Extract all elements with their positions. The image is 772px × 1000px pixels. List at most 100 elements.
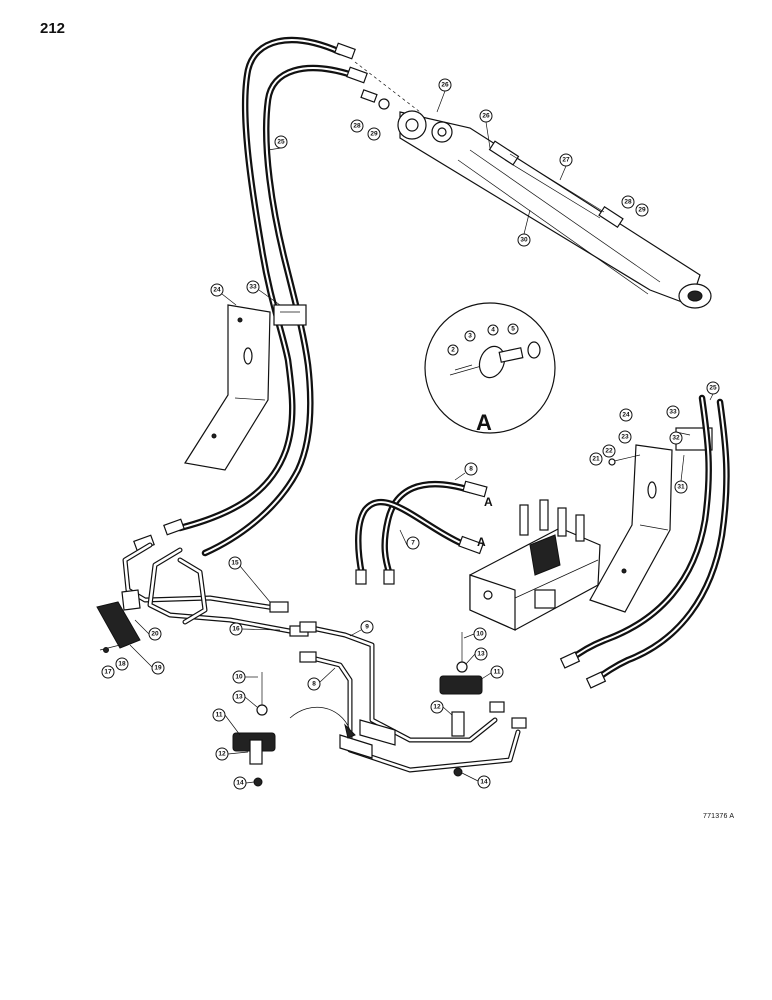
svg-text:21: 21 [592,456,600,463]
callout-20: 20 [148,627,162,641]
control-valve [469,499,601,631]
detail-view-a: A [424,302,556,435]
svg-text:10: 10 [235,674,243,681]
callout-25-right: 25 [706,381,720,395]
valve-hoses: A A [355,480,493,585]
callout-33-left: 33 [246,280,260,294]
callout-12-right: 12 [430,700,444,714]
callout-7: 7 [406,536,420,550]
svg-text:31: 31 [677,484,685,491]
svg-text:17: 17 [104,669,112,676]
callout-11-left: 11 [212,708,226,722]
callout-29b: 29 [635,203,649,217]
svg-text:30: 30 [520,237,528,244]
clamps [232,632,483,787]
port-label-a-upper: A [484,495,493,509]
upper-hose-pair [133,36,390,557]
callout-8-lower: 8 [307,677,321,691]
callout-27: 27 [559,153,573,167]
callout-15: 15 [228,556,242,570]
callout-31: 31 [674,480,688,494]
svg-text:12: 12 [218,751,226,758]
callout-22: 22 [602,444,616,458]
svg-text:12: 12 [433,704,441,711]
steel-tubes-center [299,621,527,773]
svg-text:26: 26 [482,113,490,120]
callout-30: 30 [517,233,531,247]
callout-33-right: 33 [666,405,680,419]
svg-text:29: 29 [638,207,646,214]
callout-25: 25 [274,135,288,149]
callout-16: 16 [229,622,243,636]
svg-text:10: 10 [476,631,484,638]
leader-lines [129,90,714,784]
svg-text:11: 11 [494,669,501,676]
svg-text:18: 18 [118,661,126,668]
bracket-right [589,427,713,613]
detail-letter-a: A [476,410,492,435]
port-label-a-lower: A [477,535,486,549]
callout-14-right: 14 [477,775,491,789]
svg-text:28: 28 [624,199,632,206]
steel-tubes-left [122,542,309,637]
svg-text:25: 25 [277,139,285,146]
svg-text:33: 33 [249,284,257,291]
callout-32: 32 [669,431,683,445]
callout-13-left: 13 [232,690,246,704]
bracket-left [184,304,307,471]
svg-text:24: 24 [622,412,630,419]
callout-4: 4 [487,324,499,336]
callout-10-right: 10 [473,627,487,641]
callout-9: 9 [360,620,374,634]
callout-26b: 26 [479,109,493,123]
svg-text:16: 16 [232,626,240,633]
svg-text:24: 24 [213,287,221,294]
svg-text:20: 20 [151,631,159,638]
page-number: 212 [40,20,66,37]
callout-24-right: 24 [619,408,633,422]
svg-text:13: 13 [235,694,243,701]
svg-text:13: 13 [477,651,485,658]
svg-text:9: 9 [365,624,369,631]
svg-text:14: 14 [236,780,244,787]
svg-text:25: 25 [709,385,717,392]
callout-12-left: 12 [215,747,229,761]
callout-24-left: 24 [210,283,224,297]
svg-text:3: 3 [468,333,472,340]
svg-text:15: 15 [231,560,239,567]
left-small-bracket [96,589,141,653]
callout-2: 2 [447,344,459,356]
callout-23: 23 [618,430,632,444]
svg-text:8: 8 [312,681,316,688]
svg-text:33: 33 [669,409,677,416]
callout-13-right: 13 [474,647,488,661]
callout-8-upper: 8 [464,462,478,476]
callout-17: 17 [101,665,115,679]
callout-11-right: 11 [490,665,504,679]
svg-text:23: 23 [621,434,629,441]
callout-19: 19 [151,661,165,675]
hydraulic-cylinder [354,61,712,309]
svg-text:32: 32 [672,435,680,442]
svg-text:28: 28 [353,123,361,130]
svg-text:19: 19 [154,665,162,672]
svg-text:27: 27 [562,157,570,164]
svg-text:8: 8 [469,466,473,473]
svg-text:22: 22 [605,448,613,455]
callout-29: 29 [367,127,381,141]
svg-text:2: 2 [451,347,455,354]
svg-text:14: 14 [480,779,488,786]
right-hose-pair [559,394,730,689]
callout-18: 18 [115,657,129,671]
svg-text:5: 5 [511,326,515,333]
callout-3: 3 [464,330,476,342]
callout-10-left: 10 [232,670,246,684]
callout-28b: 28 [621,195,635,209]
figure-code: 771376 A [703,813,735,820]
svg-text:4: 4 [491,327,495,334]
svg-text:29: 29 [370,131,378,138]
callout-21: 21 [589,452,603,466]
svg-text:11: 11 [216,712,223,719]
callout-28: 28 [350,119,364,133]
